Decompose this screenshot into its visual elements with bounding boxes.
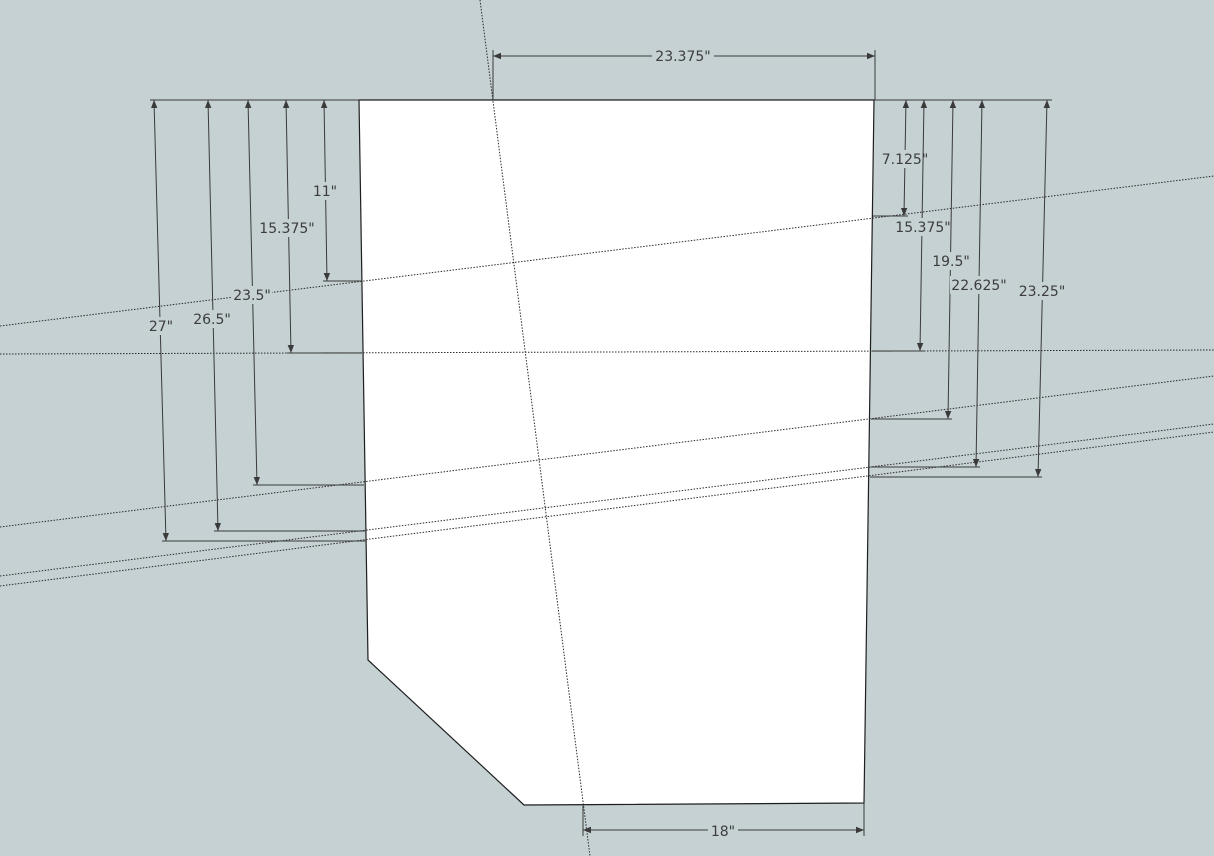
top-extension-lines <box>150 50 1052 101</box>
dim-right-195-label: 19.5" <box>932 254 970 270</box>
dim-left-235[interactable]: 23.5" <box>232 99 272 486</box>
guide-line <box>0 349 1214 355</box>
dim-left-15375-label: 15.375" <box>259 221 314 237</box>
dim-right-2325-label: 23.25" <box>1019 284 1066 300</box>
dim-right-22625[interactable]: 22.625" <box>950 99 1008 468</box>
dim-top-width-label: 23.375" <box>655 49 710 65</box>
dim-left-15375[interactable]: 15.375" <box>258 99 316 354</box>
dim-bottom-width-label: 18" <box>711 824 735 840</box>
dim-right-195[interactable]: 19.5" <box>931 99 971 420</box>
dim-right-15375-label: 15.375" <box>895 220 950 236</box>
dim-left-235-label: 23.5" <box>233 288 271 304</box>
left-measure-lines <box>162 280 366 542</box>
dim-left-11[interactable]: 11" <box>310 99 340 282</box>
dim-right-15375[interactable]: 15.375" <box>894 99 952 352</box>
dim-bottom-width[interactable]: 18" <box>583 822 864 840</box>
dim-top-width[interactable]: 23.375" <box>493 47 875 65</box>
dim-left-265-label: 26.5" <box>193 312 231 328</box>
dim-left-265[interactable]: 26.5" <box>192 99 232 532</box>
dim-left-27-label: 27" <box>149 319 173 335</box>
dim-right-7125-label: 7.125" <box>882 152 929 168</box>
dim-left-11-label: 11" <box>313 184 337 200</box>
dim-left-27[interactable]: 27" <box>146 99 176 542</box>
dim-right-22625-label: 22.625" <box>951 278 1006 294</box>
panel-face[interactable] <box>358 99 875 806</box>
dim-right-2325[interactable]: 23.25" <box>1016 99 1068 478</box>
right-measure-lines <box>870 215 1042 478</box>
